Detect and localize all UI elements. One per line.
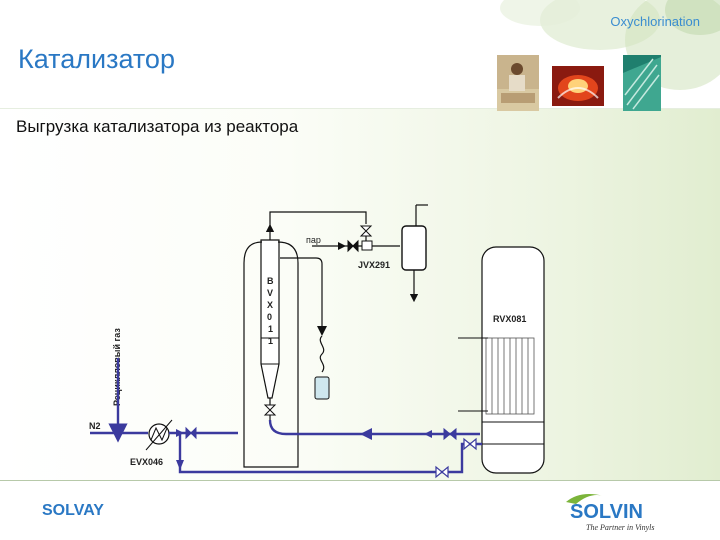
receiving-vessel — [401, 204, 428, 303]
main-line-valve — [185, 426, 197, 440]
transport-check — [424, 430, 432, 438]
valve-jvx291-label: JVX291 — [358, 260, 390, 270]
svg-text:X: X — [267, 300, 273, 310]
transport-valve — [443, 427, 457, 441]
bypass-valve — [435, 465, 449, 479]
valve-jvx291 — [361, 240, 373, 251]
sample-line — [280, 257, 323, 328]
solvin-logo: SOLVIN The Partner in Vinyls — [566, 494, 655, 532]
svg-text:1: 1 — [268, 336, 273, 346]
header-divider — [0, 108, 720, 109]
svg-text:0: 0 — [267, 312, 272, 322]
n2-label: N2 — [89, 421, 101, 431]
bypass-arrow — [176, 460, 184, 470]
reactor-label: RVX081 — [493, 314, 526, 324]
photo-sheet-icon — [623, 55, 661, 111]
reactor-rvx081 — [458, 246, 545, 474]
section-subtitle: Выгрузка катализатора из реактора — [16, 117, 299, 136]
svg-text:B: B — [267, 276, 274, 286]
content-background — [0, 108, 720, 480]
exchanger-evx046 — [145, 419, 173, 451]
cyclone-top-line — [265, 211, 367, 233]
photo-child-icon — [497, 55, 539, 111]
sample-valve — [317, 326, 327, 336]
steam-check-arrow — [338, 242, 346, 250]
sample-hose — [319, 335, 325, 373]
photo-furnace-icon — [552, 66, 604, 106]
footer-divider — [0, 480, 720, 481]
svg-text:The Partner in Vinyls: The Partner in Vinyls — [586, 523, 655, 532]
cyclone-label: B V X 0 1 1 — [267, 276, 274, 346]
bypass-line — [178, 433, 482, 474]
cyclone-bottom-valve — [263, 404, 277, 416]
svg-text:V: V — [267, 288, 273, 298]
bypass-valve-2 — [463, 437, 477, 451]
steam-valve — [347, 239, 359, 253]
svg-text:1: 1 — [268, 324, 273, 334]
svg-text:SOLVIN: SOLVIN — [570, 501, 643, 523]
reactor-coils — [485, 337, 535, 415]
exchanger-label: EVX046 — [130, 457, 163, 467]
brand-label: Oxychlorination — [610, 14, 700, 29]
page-title: Катализатор — [18, 44, 175, 74]
solvin-swoosh-icon — [566, 494, 604, 504]
solvay-logo: SOLVAY — [42, 502, 104, 519]
transport-line — [268, 419, 480, 436]
steam-vertical-valve — [359, 225, 373, 237]
steam-label: пар — [306, 235, 321, 245]
transport-arrow — [360, 428, 372, 440]
sample-pot — [314, 376, 330, 400]
